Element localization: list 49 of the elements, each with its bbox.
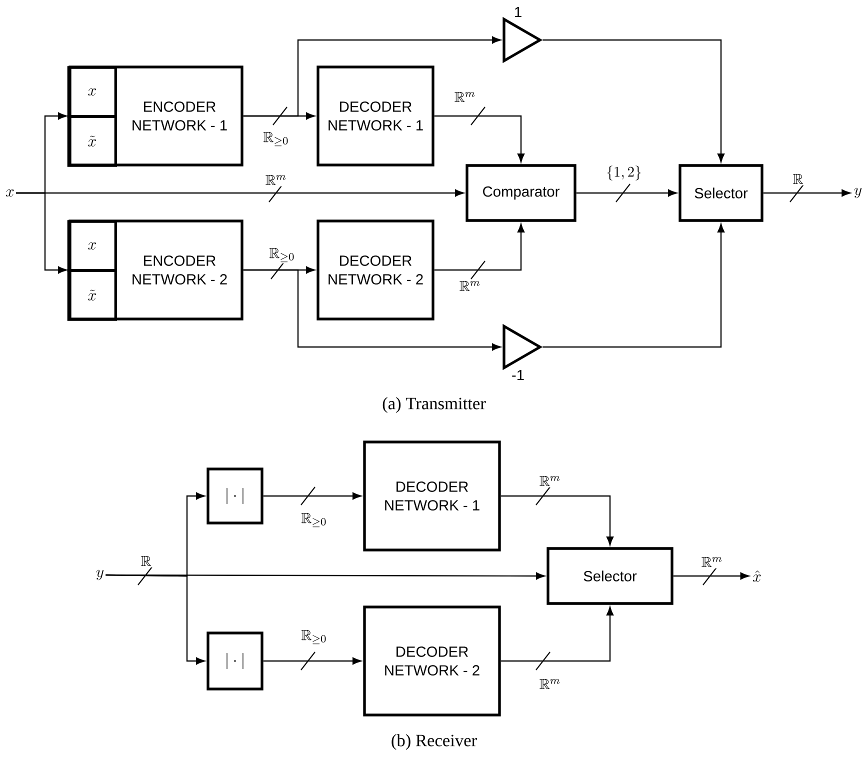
signal-label: $\hat{x}$ [753, 570, 761, 582]
edge-label: $\mathbb{R}^m$ [700, 556, 724, 568]
arrow [16, 189, 464, 197]
arrow [243, 269, 501, 351]
process-box: Selector [678, 164, 764, 222]
arrow [673, 572, 750, 580]
subfigure-caption: (a) Transmitter [382, 397, 486, 413]
edge-label: $\mathbb{R}_{\geq 0}$ [300, 628, 328, 646]
signal-label: $x$ [6, 189, 14, 197]
gain-label: 1 [515, 6, 522, 18]
input-cell: $|\cdot|$ [206, 468, 264, 524]
arrow [263, 657, 362, 665]
input-cell: $|\cdot|$ [206, 632, 264, 690]
input-cell: $\tilde{x}$ [67, 269, 117, 321]
signal-label: $y$ [854, 188, 862, 198]
arrow [434, 224, 525, 271]
process-box: DECODER NETWORK - 1 [316, 66, 434, 166]
arrow [763, 189, 850, 197]
input-cell: $\tilde{x}$ [67, 115, 117, 167]
arrow [542, 39, 725, 162]
edge-label: $\mathbb{R}_{\geq 0}$ [262, 130, 290, 148]
edge-label: $\mathbb{R}^m$ [264, 174, 288, 186]
arrow [576, 189, 677, 197]
gain-label: -1 [512, 370, 524, 380]
arrow [500, 495, 614, 546]
edge-label: $\mathbb{R}^m$ [538, 474, 562, 488]
edge-label: $\mathbb{R}_{\geq 0}$ [300, 512, 328, 528]
arrow [243, 36, 501, 117]
edge-label: $\mathbb{R}^m$ [538, 678, 562, 690]
arrow [542, 224, 725, 348]
input-cell: $x$ [67, 66, 117, 118]
edge-label: $\mathbb{R}_{\geq 0}$ [268, 246, 296, 264]
subfigure-caption: (b) Receiver [392, 734, 477, 750]
edge-label: $\mathbb{R}^m$ [458, 280, 482, 292]
arrow [263, 492, 362, 500]
edge-label: $\mathbb{R}$ [791, 172, 805, 186]
arrow [500, 606, 614, 662]
process-box: DECODER NETWORK - 2 [363, 606, 501, 716]
input-cell: $x$ [67, 220, 117, 272]
arrow [106, 572, 545, 580]
process-box: Comparator [466, 164, 576, 222]
signal-label: $y$ [96, 570, 104, 580]
arrow [434, 115, 525, 162]
process-box: DECODER NETWORK - 2 [316, 220, 434, 320]
edge-label: $\mathbb{R}^m$ [453, 90, 477, 104]
process-box: Selector [546, 547, 674, 605]
edge-label: $\{1,2\}$ [604, 164, 644, 182]
process-box: DECODER NETWORK - 1 [363, 440, 501, 552]
edge-label: $\mathbb{R}$ [139, 554, 153, 568]
